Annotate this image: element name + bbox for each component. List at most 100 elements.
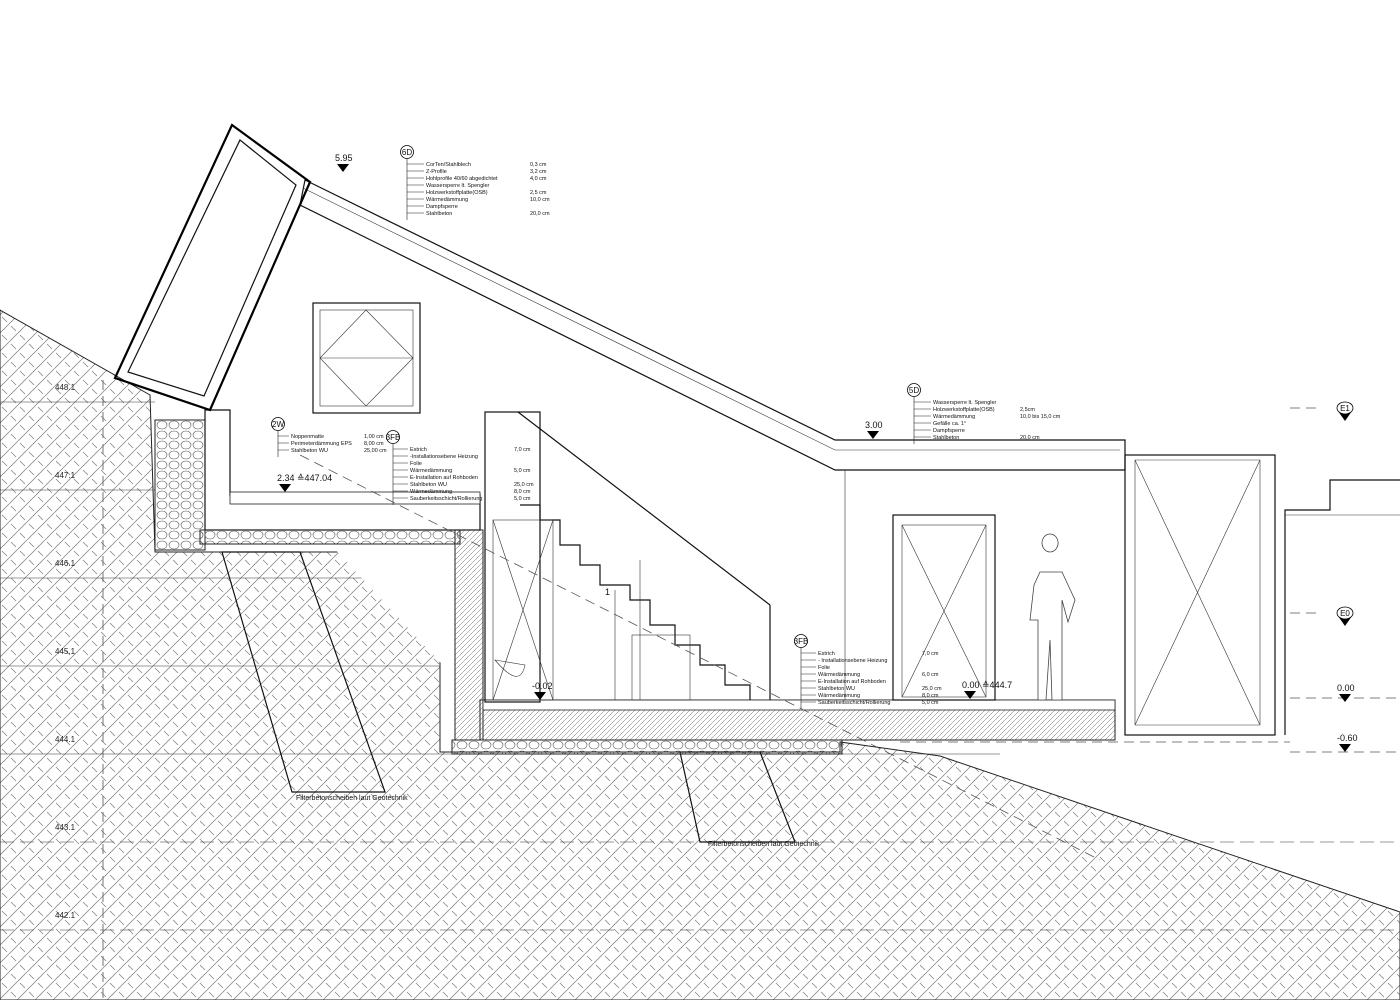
- insulation-lower: [451, 739, 843, 755]
- layer-thickness: 7,0 cm: [514, 447, 531, 453]
- elevation-triangle-icon: [867, 431, 879, 439]
- level-label: 448.1: [55, 383, 76, 392]
- right-structure: [1124, 454, 1276, 736]
- layer-name: - Installationsebene Heizung: [818, 658, 887, 664]
- layer-tag: 5D: [909, 386, 919, 395]
- gravel-fill: [154, 419, 206, 551]
- filter-concrete-left: [221, 551, 386, 793]
- layer-name: -Installationsebene Heizung: [410, 454, 478, 460]
- layer-thickness: 0,3 cm: [530, 162, 547, 168]
- layer-tag: 3FB: [794, 637, 809, 646]
- layer-thickness: 25,0 cm: [514, 482, 534, 488]
- layer-name: Holzwerkstoffplatte(OSB): [933, 407, 995, 413]
- level-label: 447.1: [55, 471, 76, 480]
- layer-callout-5d: 5D Wassersperre lt. SpenglerHolzwerkstoff…: [907, 383, 1061, 444]
- toilet: [494, 659, 526, 677]
- layer-name: Holzwerkstoffplatte(OSB): [426, 190, 488, 196]
- layer-name: Wassersperre lt. Spengler: [933, 400, 997, 406]
- level-label: 443.1: [55, 823, 76, 832]
- elevation-triangle-icon: [964, 691, 976, 699]
- layer-thickness: 2,5cm: [1020, 407, 1035, 413]
- layer-thickness: 7,0 cm: [922, 651, 939, 657]
- elevation-label: 2.34 ≙447.04: [277, 473, 332, 483]
- layer-thickness: 20,0 cm: [530, 211, 550, 217]
- level-label: 445.1: [55, 647, 76, 656]
- skylight-glazing: [113, 123, 312, 412]
- layer-thickness: 3,2 cm: [530, 169, 547, 175]
- layer-name: CorTen/Stahlblech: [426, 162, 471, 168]
- level-label: 444.1: [55, 735, 76, 744]
- elevation-triangle-icon: [1339, 694, 1351, 702]
- door: [892, 514, 996, 701]
- layer-name: E-Installation auf Rohboden: [818, 679, 886, 685]
- layer-tag: 2W: [272, 420, 284, 429]
- layer-name: Stahlbeton WU: [291, 448, 328, 454]
- insulation-upper: [199, 529, 461, 545]
- layer-name: Estrich: [818, 651, 835, 657]
- level-marker-label: E1: [1340, 404, 1350, 413]
- filter-note-left: Filterbetonscheiben laut Geotechnik: [296, 795, 408, 802]
- layer-thickness: 5,0 cm: [922, 700, 939, 706]
- level-marker-label: E0: [1340, 609, 1350, 618]
- layer-thickness: 20,0 cm: [1020, 435, 1040, 441]
- layer-callout-3fb: 3FB Estrich 7,0 cm - Installationsebene Hei…: [794, 634, 942, 709]
- cabinet: [631, 634, 691, 701]
- sight-line: [299, 454, 1101, 861]
- layer-name: Folie: [410, 461, 422, 467]
- layer-thickness: 8,0 cm: [922, 693, 939, 699]
- level-label: 442.1: [55, 911, 76, 920]
- layer-callouts: 6D CorTen/Stahlblech 0,3 cm Z-Profile 3,2 cm…: [271, 145, 1061, 709]
- person-silhouette: [1029, 533, 1076, 701]
- layer-name: Stahlbeton WU: [410, 482, 447, 488]
- layer-name: Wärmedämmung: [818, 672, 860, 678]
- layer-name: Perimeterdämmung EPS: [291, 441, 352, 447]
- layer-thickness: 8,00 cm: [364, 441, 384, 447]
- layer-name: E-Installation auf Rohboden: [410, 475, 478, 481]
- elevation-triangle-icon: [279, 484, 291, 492]
- layer-name: Sauberkeitsschicht/Rollierung: [818, 700, 890, 706]
- layer-name: Sauberkeitsschicht/Rollierung: [410, 496, 482, 502]
- layer-thickness: 5,0 cm: [514, 496, 531, 502]
- layer-callout-6d: 6D CorTen/Stahlblech 0,3 cm Z-Profile 3,2 cm…: [400, 145, 550, 220]
- screed-upper: [229, 491, 481, 505]
- layer-thickness: 10,0 cm: [530, 197, 550, 203]
- layer-thickness: 8,0 cm: [514, 489, 531, 495]
- elevation-label: -0.60: [1337, 733, 1358, 743]
- layer-name: Wärmedämmung: [933, 414, 975, 420]
- layer-thickness: 1,00 cm: [364, 434, 384, 440]
- layer-name: Wärmedämmung: [410, 468, 452, 474]
- elevation-triangle-icon: [1339, 744, 1351, 752]
- layer-thickness: 2,5 cm: [530, 190, 547, 196]
- elevation-triangle-icon: [337, 164, 349, 172]
- stair-shaft: [484, 411, 541, 703]
- filter-note-right: Filterbetonscheiben laut Geotechnik: [708, 841, 820, 848]
- layer-name: Stahlbeton WU: [818, 686, 855, 692]
- layer-thickness: 6,0 cm: [922, 672, 939, 678]
- layer-tag: 6D: [402, 148, 412, 157]
- elevation-label: 0.00 ≙444.7: [962, 680, 1012, 690]
- layer-thickness: 25,0 cm: [922, 686, 942, 692]
- level-label: 446.1: [55, 559, 76, 568]
- layer-thickness: 4,0 cm: [530, 176, 547, 182]
- elevation-label: 5.95: [335, 153, 353, 163]
- layer-name: Dampfsperre: [933, 428, 965, 434]
- stair-handrail: [517, 411, 771, 606]
- elevation-label: -0.02: [532, 681, 553, 691]
- screed-lower: [482, 699, 1116, 711]
- layer-name: Z-Profile: [426, 169, 447, 175]
- level-labels: 448.1 447.1 446.1 445.1 444.1 443.1 442.1: [55, 383, 76, 920]
- elevation-triangle-icon: [534, 692, 546, 700]
- layer-thickness: 10,0 bis 15,0 cm: [1020, 414, 1061, 420]
- stair-number: 1: [605, 587, 610, 597]
- layer-name: Wärmedämmung: [426, 197, 468, 203]
- layer-name: Stahlbeton: [426, 211, 452, 217]
- layer-name: Estrich: [410, 447, 427, 453]
- layer-name: Dampfsperre: [426, 204, 458, 210]
- layer-name: Wassersperre lt. Spengler: [426, 183, 490, 189]
- layer-name: Wärmedämmung: [818, 693, 860, 699]
- elevation-label: 0.00: [1337, 683, 1355, 693]
